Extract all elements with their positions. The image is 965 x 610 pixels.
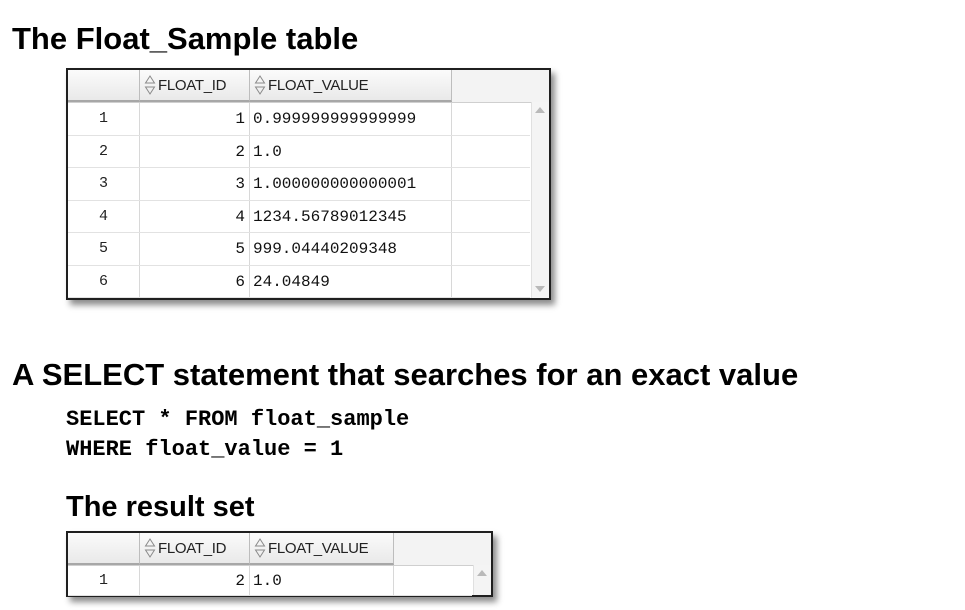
row-number-cell: 4 [68,200,140,233]
float-id-cell[interactable]: 3 [140,168,250,201]
sort-arrows-icon [144,538,156,558]
sort-arrows-icon [254,75,266,95]
grid-header: FLOAT_ID FLOAT_VALUE [68,533,491,566]
row-number-cell: 3 [68,168,140,201]
sql-line-1: SELECT * FROM float_sample [66,407,410,432]
row-divider [68,134,530,136]
table-section-title: The Float_Sample table [12,21,359,56]
sort-arrows-icon [144,75,156,95]
float-value-cell[interactable]: 24.04849 [250,265,452,298]
float-value-cell[interactable]: 1234.56789012345 [250,200,452,233]
float-value-cell[interactable]: 999.04440209348 [250,233,452,266]
row-number-cell: 1 [68,103,140,136]
float-id-cell[interactable]: 6 [140,265,250,298]
column-header-float-id[interactable]: FLOAT_ID [140,70,250,102]
column-header-label: FLOAT_ID [158,539,227,557]
float-id-cell[interactable]: 4 [140,200,250,233]
float-id-cell[interactable]: 5 [140,233,250,266]
result-section-title: The result set [66,491,255,523]
column-header-float-value[interactable]: FLOAT_VALUE [250,70,452,102]
row-divider [68,199,530,201]
vertical-scrollbar[interactable] [473,565,491,595]
column-header-float-value[interactable]: FLOAT_VALUE [250,533,394,565]
sort-arrows-icon [254,538,266,558]
scroll-up-arrow-icon[interactable] [477,570,487,576]
float-value-cell[interactable]: 1.0 [250,566,394,596]
float-id-cell[interactable]: 2 [140,566,250,596]
row-divider [68,264,530,266]
row-divider [68,595,472,596]
column-header-label: FLOAT_VALUE [268,76,369,94]
float-value-cell[interactable]: 1.0 [250,135,452,168]
float-id-cell[interactable]: 1 [140,103,250,136]
row-number-cell: 6 [68,265,140,298]
row-divider [68,232,530,233]
float-id-cell[interactable]: 2 [140,135,250,168]
scroll-down-arrow-icon[interactable] [535,286,545,292]
row-divider [68,297,530,298]
row-number-cell: 5 [68,233,140,266]
scroll-up-arrow-icon[interactable] [535,107,545,113]
column-header-row-number [68,70,140,102]
column-header-float-id[interactable]: FLOAT_ID [140,533,250,565]
column-header-label: FLOAT_VALUE [268,539,369,557]
row-number-cell: 1 [68,566,140,596]
select-section-title: A SELECT statement that searches for an … [12,357,799,392]
grid-header: FLOAT_ID FLOAT_VALUE [68,70,549,103]
column-header-label: FLOAT_ID [158,76,227,94]
float-value-cell[interactable]: 0.999999999999999 [250,103,452,136]
sql-line-2: WHERE float_value = 1 [66,437,344,462]
row-divider [68,167,530,168]
column-header-row-number [68,533,140,565]
row-number-cell: 2 [68,135,140,168]
float-value-cell[interactable]: 1.000000000000001 [250,168,452,201]
vertical-scrollbar[interactable] [531,102,549,298]
